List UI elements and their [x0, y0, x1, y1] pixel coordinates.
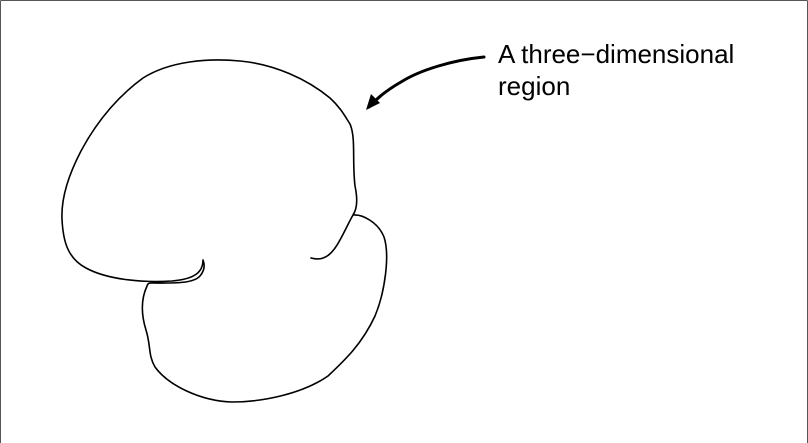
callout-label: A three−dimensional region: [498, 38, 798, 102]
region-outline: [62, 60, 387, 402]
callout-arrow-shaft: [369, 57, 484, 107]
